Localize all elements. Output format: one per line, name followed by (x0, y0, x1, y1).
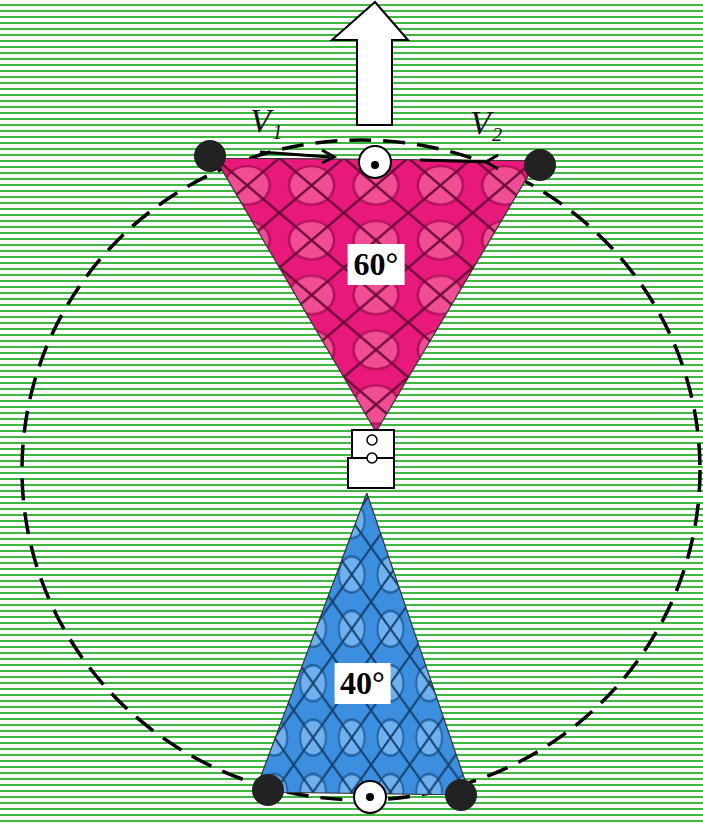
triangle-shape (255, 493, 470, 795)
dashed-circle (22, 140, 700, 800)
pink-triangle: 60° (215, 158, 537, 432)
linkage (348, 430, 394, 488)
angle-label: 40° (334, 663, 391, 704)
angle-label: 60° (348, 244, 405, 285)
blue-triangle: 40° (255, 493, 470, 795)
velocity-label: V₁ (250, 104, 283, 138)
joint-dots (194, 140, 556, 811)
up-arrow (332, 2, 408, 125)
triangle-shape (215, 158, 537, 432)
velocity-label: V₂ (470, 106, 503, 140)
